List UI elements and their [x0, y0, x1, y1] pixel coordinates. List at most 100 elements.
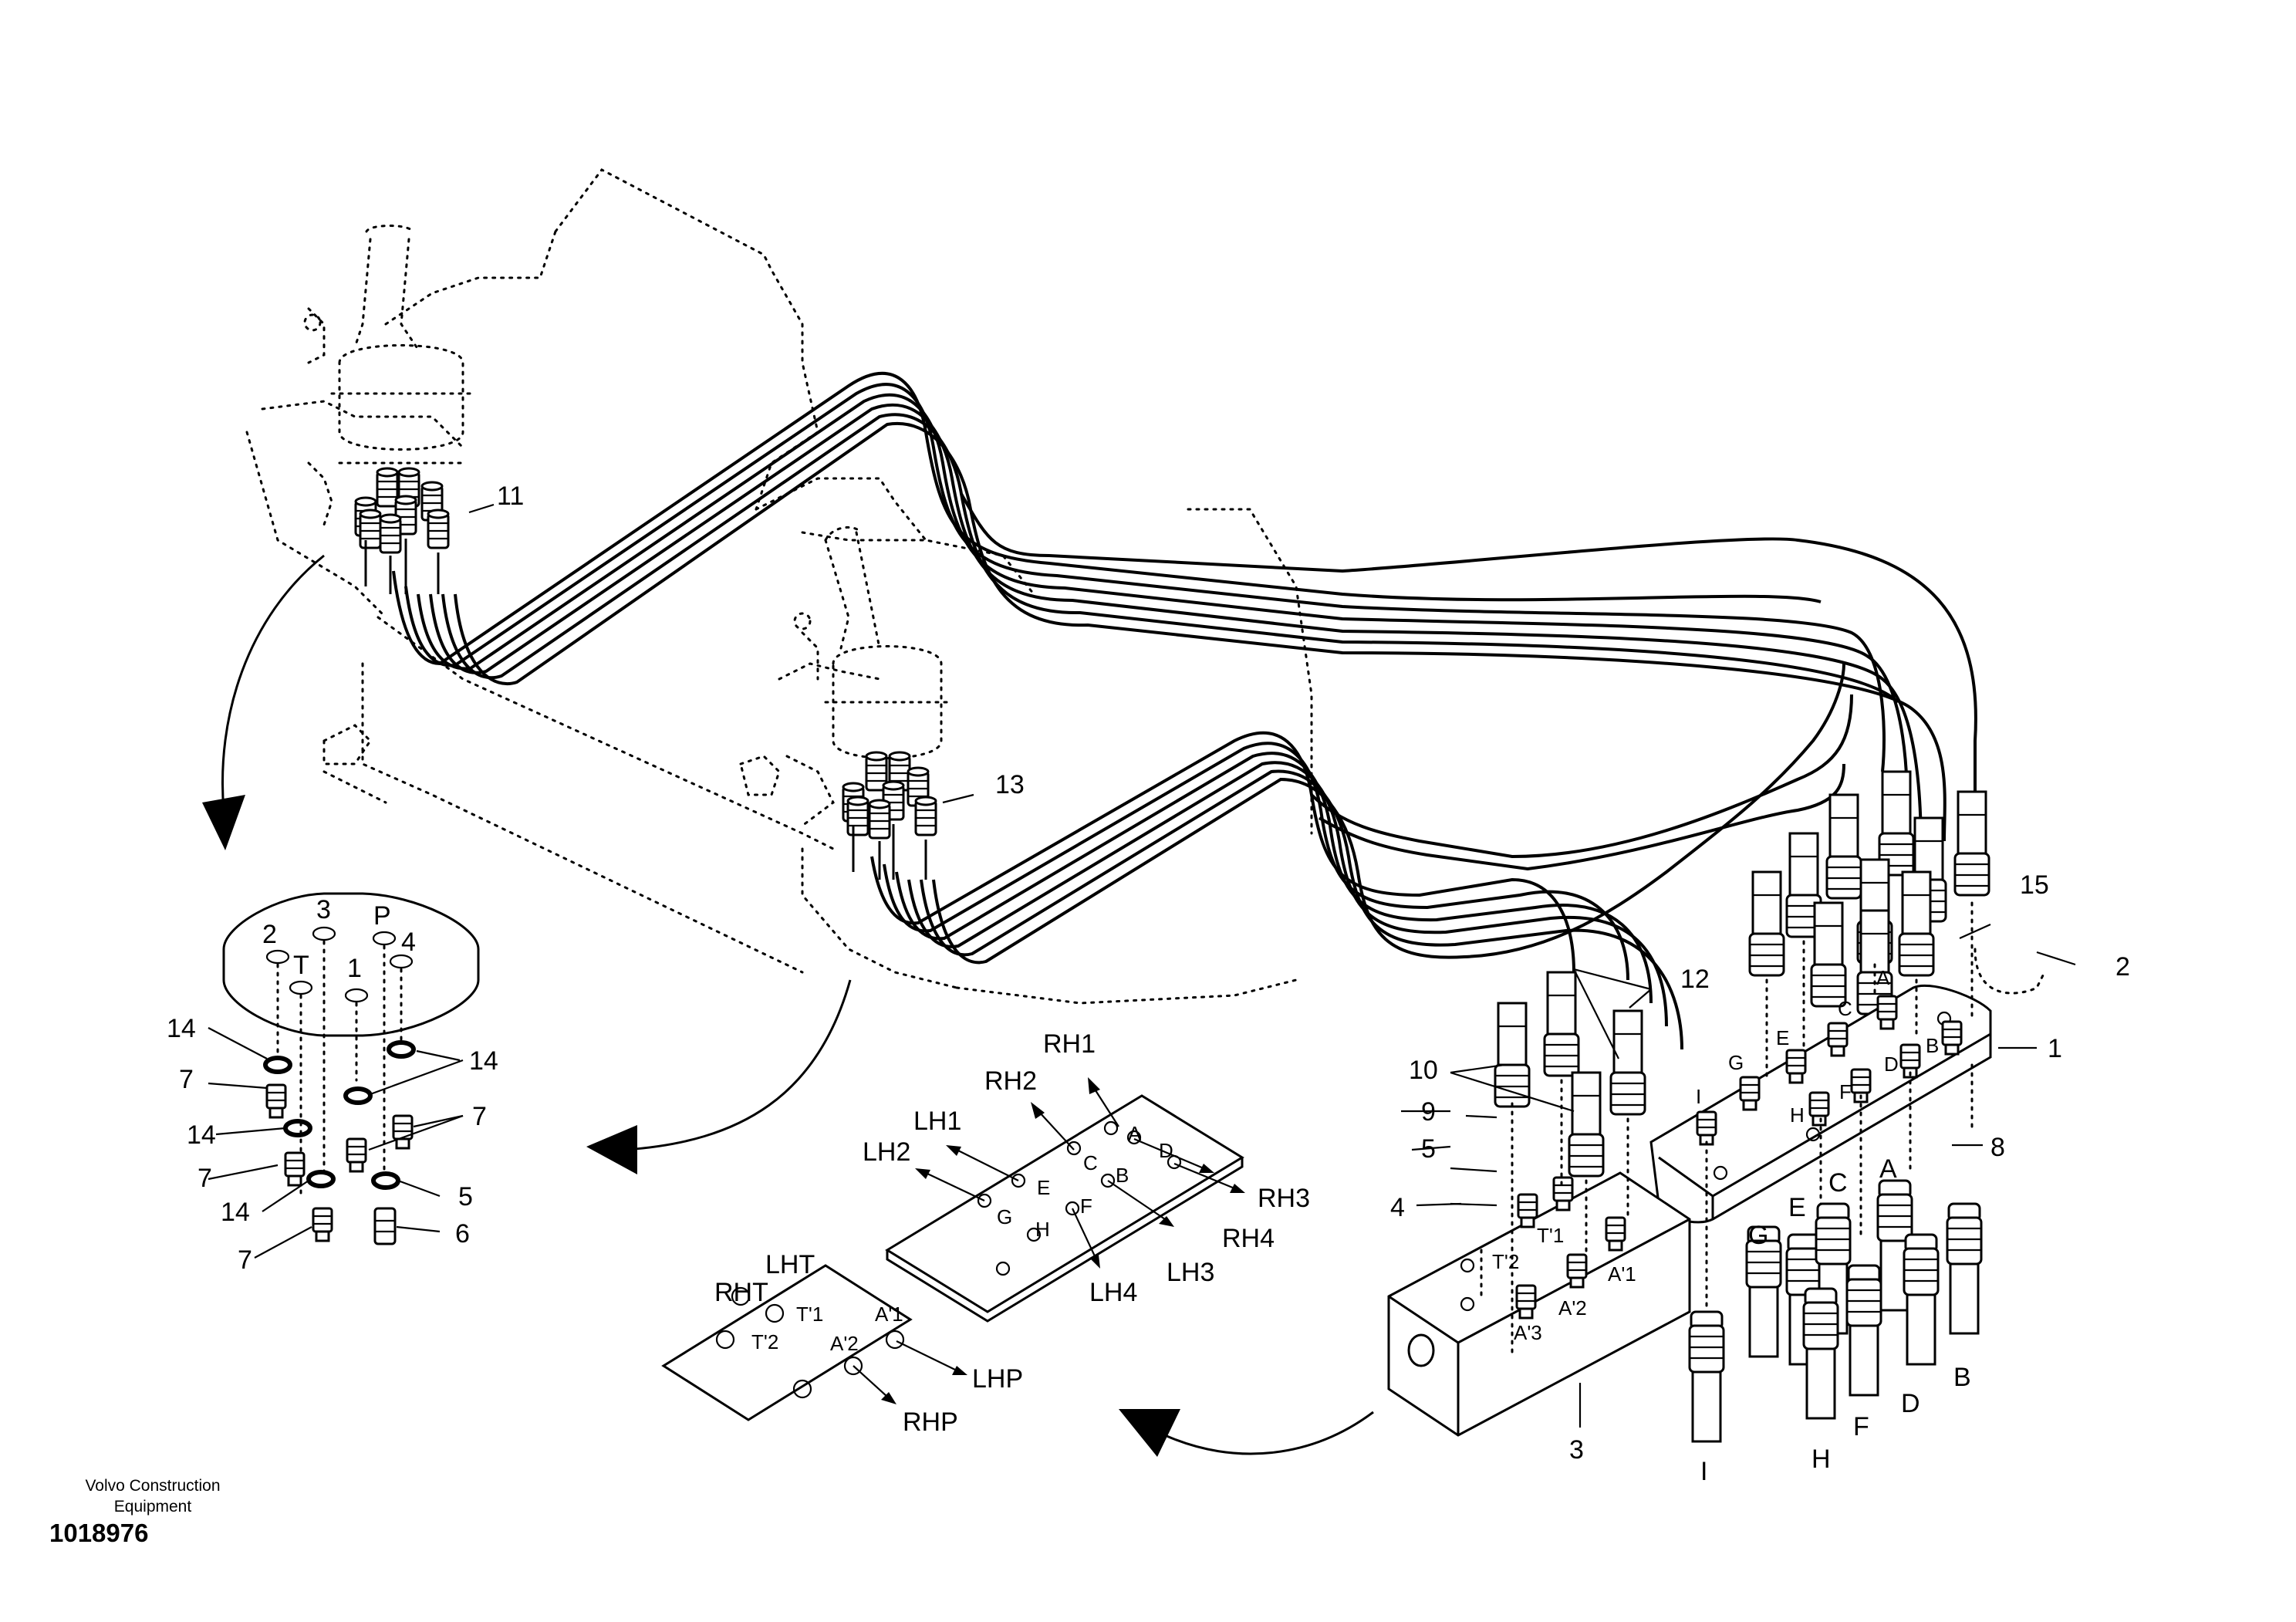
upper-plate-label-LH4: LH4 [1089, 1278, 1137, 1307]
valve-port-H: H [1790, 1103, 1805, 1127]
hose-ends-loose [1688, 1179, 1983, 1443]
joystick-left [303, 225, 472, 594]
hose-end-G: G [1748, 1221, 1768, 1250]
callout-7-c: 7 [238, 1245, 252, 1275]
lower-plate-label-T2: T'2 [751, 1330, 778, 1353]
callout-9: 9 [1421, 1097, 1436, 1127]
callout-14-c: 14 [221, 1198, 250, 1227]
callout-5-left: 5 [458, 1182, 473, 1211]
callout-7-d: 7 [472, 1102, 487, 1131]
manifold-port-A1: A'1 [1608, 1262, 1636, 1286]
callout-1: 1 [2048, 1034, 2062, 1063]
plug-fitting [373, 1207, 397, 1245]
callout-7-b: 7 [198, 1164, 212, 1193]
manifold-port-T1: T'1 [1537, 1224, 1564, 1247]
valve-port-labels: A B C D E F G H I [1696, 966, 1939, 1127]
valve-port-E: E [1776, 1026, 1789, 1049]
joystick-left-stems [364, 539, 440, 594]
upper-plate-arrows [915, 1077, 1245, 1269]
upper-plate-letter-H: H [1035, 1218, 1050, 1241]
leader-dotted [1480, 901, 2046, 1360]
callout-11: 11 [497, 482, 524, 511]
callout-4: 4 [1390, 1193, 1405, 1222]
port-3: 3 [316, 895, 331, 924]
curved-arrow-icon [202, 554, 325, 850]
upper-plate-letter-B: B [1116, 1164, 1129, 1187]
base-port-labels: 3 P 2 T 1 4 [262, 895, 416, 983]
hose-end-I: I [1700, 1457, 1707, 1486]
hose-end-B: B [1953, 1363, 1971, 1392]
hose-end-E: E [1788, 1193, 1806, 1222]
callout-15: 15 [2020, 870, 2049, 900]
port-T: T [293, 951, 309, 980]
port-1: 1 [347, 954, 362, 983]
joystick-base-plate [222, 892, 480, 1245]
lower-plate-labels: LHT RHT T'1 T'2 A'1 A'2 LHP RHP [714, 1250, 1023, 1437]
valve-port-A: A [1876, 966, 1890, 989]
port-2: 2 [262, 920, 277, 949]
hose-bundle-lower [870, 663, 1853, 1050]
lower-port-plate [661, 1264, 913, 1421]
valve-port-D: D [1884, 1053, 1899, 1076]
hose-end-H: H [1811, 1445, 1831, 1474]
hose-fittings-manifold [1494, 971, 1646, 1178]
callout-leaders [208, 503, 2076, 1428]
company-name: Volvo Construction Equipment [85, 1477, 221, 1516]
valve-port-G: G [1728, 1051, 1744, 1074]
callout-2: 2 [2115, 952, 2130, 982]
lower-plate-label-T1: T'1 [796, 1303, 823, 1326]
upper-plate-letter-A: A [1128, 1122, 1142, 1145]
port-P: P [373, 901, 391, 931]
valve-port-I: I [1696, 1085, 1701, 1108]
upper-plate-letter-G: G [997, 1205, 1012, 1228]
callout-7-a: 7 [179, 1065, 194, 1094]
callout-14-d: 14 [469, 1046, 498, 1076]
joystick-right-stems [852, 824, 927, 880]
hose-end-C: C [1828, 1168, 1848, 1198]
upper-plate-letter-E: E [1037, 1176, 1050, 1199]
lower-plate-label-A1: A'1 [875, 1303, 903, 1326]
lower-plate-label-A2: A'2 [830, 1332, 859, 1355]
lower-plate-label-RHP: RHP [903, 1407, 958, 1437]
upper-plate-letter-D: D [1159, 1139, 1173, 1162]
upper-port-plate [885, 1094, 1244, 1323]
manifold-port-A2: A'2 [1558, 1296, 1587, 1320]
upper-plate-label-RH4: RH4 [1222, 1224, 1275, 1253]
callout-10: 10 [1409, 1056, 1438, 1085]
manifold-port-A3: A'3 [1514, 1321, 1542, 1344]
upper-plate-letter-F: F [1080, 1195, 1092, 1218]
callout-12: 12 [1680, 965, 1710, 994]
joystick-left-fittings [354, 467, 450, 554]
manifold-port-T2: T'2 [1492, 1250, 1519, 1273]
callout-14-b: 14 [187, 1120, 216, 1150]
callout-14-a: 14 [167, 1014, 196, 1043]
lower-plate-label-LHP: LHP [972, 1364, 1023, 1394]
callout-13: 13 [995, 770, 1025, 799]
callout-8: 8 [1990, 1133, 2005, 1162]
joystick-right [793, 525, 950, 880]
hose-bundle-upper [392, 371, 1977, 857]
hose-fittings-valve [1748, 770, 1990, 1015]
lower-plate-arrows [853, 1340, 967, 1404]
upper-plate-label-RH1: RH1 [1043, 1029, 1096, 1059]
upper-plate-label-RH3: RH3 [1258, 1184, 1310, 1213]
upper-plate-label-LH1: LH1 [913, 1107, 961, 1136]
upper-plate-labels: A B C D E F G H RH1 RH2 RH3 RH4 LH1 LH2 … [863, 1029, 1310, 1307]
lower-plate-label-RHT: RHT [714, 1278, 768, 1307]
manifold-port-labels: T'1 T'2 A'1 A'2 A'3 [1492, 1224, 1636, 1344]
port-4: 4 [401, 928, 416, 957]
hose-end-A: A [1879, 1154, 1897, 1184]
curved-arrow-icon [1119, 1409, 1374, 1457]
valve-port-B: B [1926, 1034, 1939, 1057]
upper-plate-label-LH2: LH2 [863, 1137, 910, 1167]
callout-3: 3 [1569, 1435, 1584, 1465]
document-number: 1018976 [49, 1519, 149, 1547]
callout-6: 6 [455, 1219, 470, 1249]
valve-port-F: F [1839, 1080, 1852, 1103]
upper-plate-label-LH3: LH3 [1167, 1258, 1214, 1287]
hose-end-D: D [1901, 1389, 1920, 1418]
hose-end-labels: A B C D E F G H I [1700, 1154, 1971, 1486]
valve-port-C: C [1838, 997, 1852, 1020]
lower-plate-label-LHT: LHT [765, 1250, 815, 1279]
